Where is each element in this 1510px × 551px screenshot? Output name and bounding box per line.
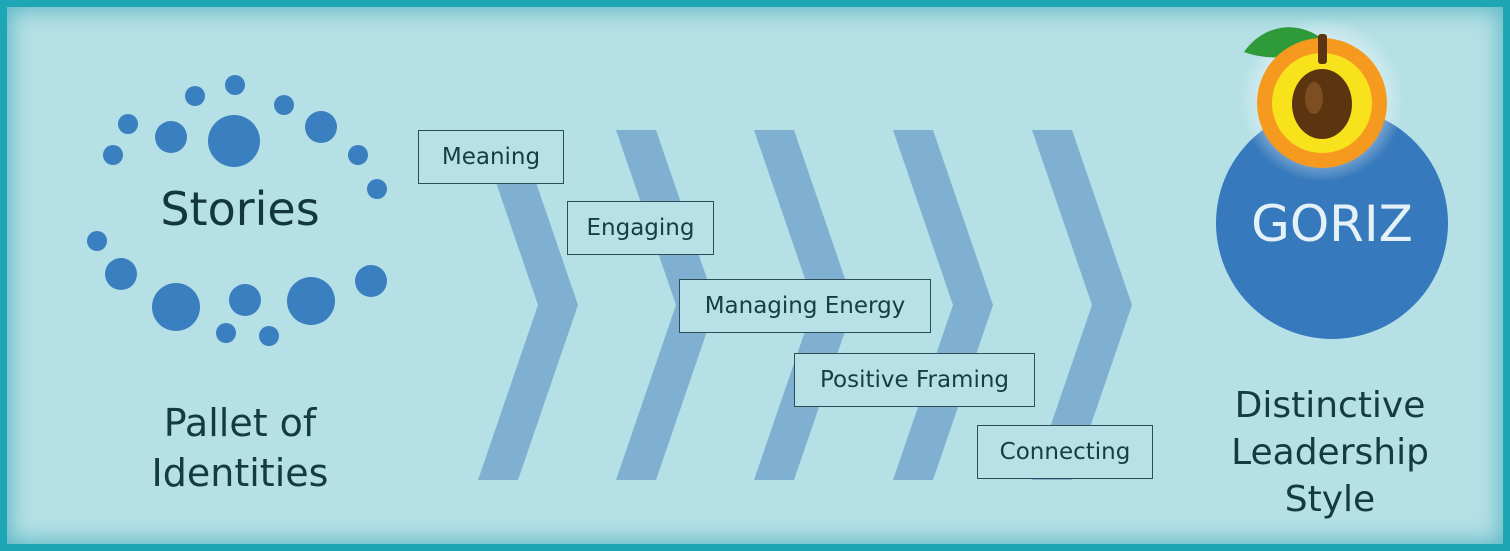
chevron-1: [478, 130, 578, 480]
step-connecting: Connecting: [977, 425, 1153, 479]
step-managing-energy: Managing Energy: [679, 279, 931, 333]
caption-line: Pallet of: [163, 401, 317, 445]
apricot-fruit-icon: [1240, 18, 1404, 182]
caption-line: Leadership: [1231, 432, 1429, 473]
leadership-style-caption: Distinctive Leadership Style: [1190, 382, 1470, 523]
caption-line: Identities: [151, 451, 329, 495]
stories-label: Stories: [160, 182, 320, 236]
step-engaging: Engaging: [567, 201, 714, 255]
step-positive-framing: Positive Framing: [794, 353, 1035, 407]
pallet-of-identities-caption: Pallet of Identities: [95, 398, 385, 498]
story-dots-ring: [87, 75, 387, 346]
brand-label: GORIZ: [1251, 195, 1413, 253]
chevron-4: [893, 130, 993, 480]
step-meaning: Meaning: [418, 130, 564, 184]
caption-line: Distinctive: [1234, 385, 1426, 426]
chevron-5: [1032, 130, 1132, 480]
caption-line: Style: [1284, 479, 1376, 520]
